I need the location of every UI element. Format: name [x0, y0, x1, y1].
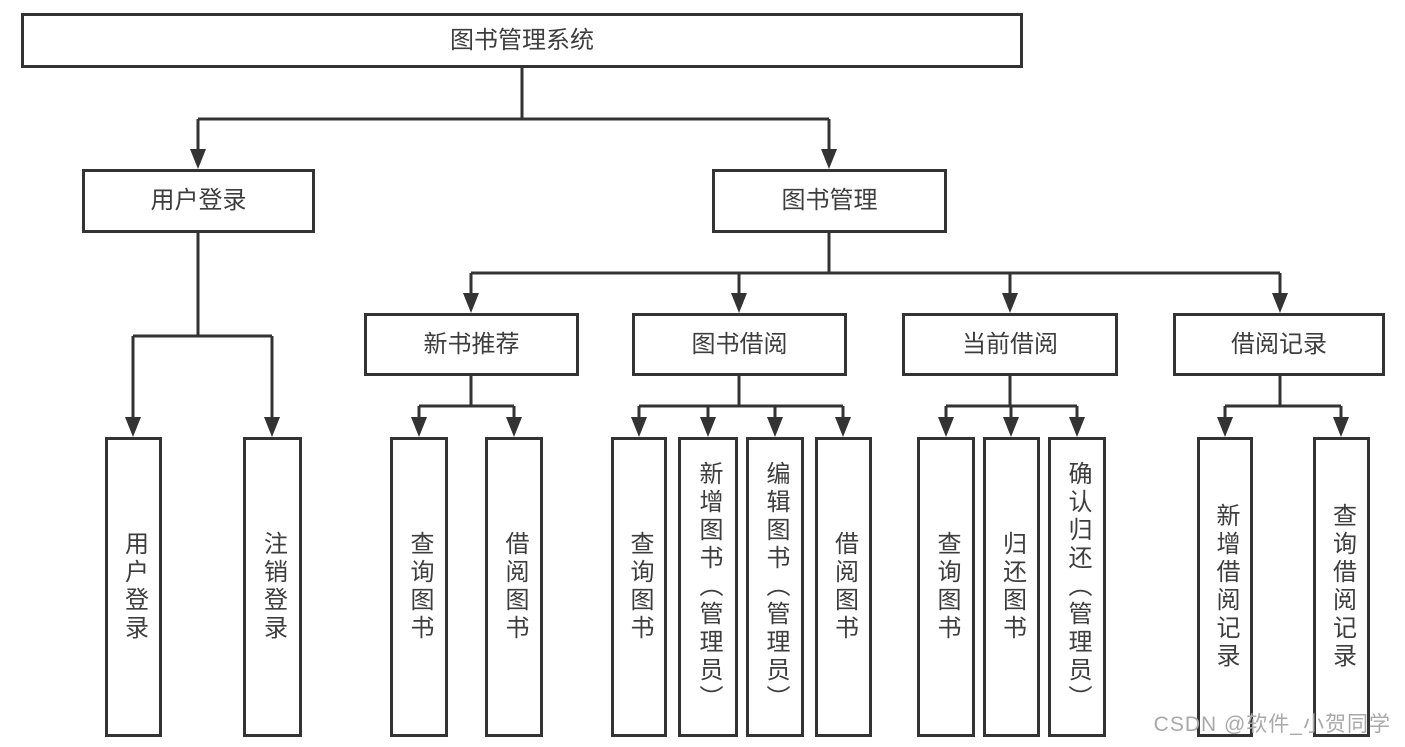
leaf-query-books-recommend: 查询图书 — [390, 437, 448, 737]
arrowhead-icon — [411, 417, 427, 437]
node-book-management: 图书管理 — [712, 169, 947, 233]
connector-current-borrow-branch — [944, 376, 1079, 419]
leaf-query-borrow-record: 查询借阅记录 — [1313, 437, 1370, 737]
arrowhead-icon — [938, 417, 954, 437]
node-label: 新书推荐 — [423, 330, 520, 358]
leaf-query-books-borrow: 查询图书 — [611, 437, 667, 737]
csdn-watermark: CSDN @软件_小贺同学 — [1153, 713, 1391, 736]
leaf-logout: 注销登录 — [243, 437, 302, 737]
node-label: 确认归还（管理员） — [1064, 461, 1091, 713]
arrowhead-icon — [1003, 417, 1019, 437]
connector-borrow-records-branch — [1223, 376, 1343, 419]
node-user-login-branch: 用户登录 — [82, 169, 315, 233]
leaf-confirm-return-admin: 确认归还（管理员） — [1048, 437, 1106, 737]
node-label: 当前借阅 — [962, 330, 1058, 358]
node-label: 用户登录 — [150, 187, 247, 214]
arrowhead-icon — [821, 149, 837, 169]
connector-user-login-branch — [131, 233, 274, 419]
node-label: 查询图书 — [933, 531, 960, 643]
node-library-management-system: 图书管理系统 — [21, 13, 1023, 68]
leaf-edit-book-admin: 编辑图书（管理员） — [746, 437, 804, 737]
leaf-borrow-books-recommend: 借阅图书 — [485, 437, 543, 737]
node-label: 查询借阅记录 — [1328, 503, 1356, 671]
arrowhead-icon — [125, 417, 141, 437]
arrowhead-icon — [1333, 417, 1349, 437]
node-borrowing-records: 借阅记录 — [1173, 313, 1385, 376]
arrowhead-icon — [506, 417, 522, 437]
arrowhead-icon — [631, 417, 647, 437]
node-label: 借阅图书 — [501, 531, 528, 643]
arrowhead-icon — [463, 293, 479, 313]
node-label: 用户登录 — [120, 531, 148, 643]
connector-book-management-branch — [469, 233, 1282, 295]
leaf-query-books-current: 查询图书 — [917, 437, 975, 737]
arrowhead-icon — [1217, 417, 1233, 437]
arrowhead-icon — [1002, 293, 1018, 313]
arrowhead-icon — [1069, 417, 1085, 437]
arrowhead-icon — [1272, 293, 1288, 313]
node-book-borrowing: 图书借阅 — [632, 313, 847, 376]
node-label: 新增图书（管理员） — [695, 461, 722, 713]
node-label: 编辑图书（管理员） — [762, 461, 789, 713]
leaf-return-books: 归还图书 — [983, 437, 1040, 737]
leaf-borrow-books: 借阅图书 — [815, 437, 872, 737]
arrowhead-icon — [264, 417, 280, 437]
node-current-borrowing: 当前借阅 — [902, 313, 1118, 376]
node-label: 图书管理系统 — [450, 26, 594, 54]
leaf-user-login: 用户登录 — [105, 437, 162, 737]
node-label: 借阅图书 — [830, 531, 858, 643]
arrowhead-icon — [731, 293, 747, 313]
leaf-add-borrow-record: 新增借阅记录 — [1197, 437, 1253, 737]
node-new-book-recommendation: 新书推荐 — [364, 313, 579, 376]
node-label: 注销登录 — [259, 531, 287, 643]
node-label: 归还图书 — [998, 531, 1026, 643]
arrowhead-icon — [835, 417, 851, 437]
connector-root-to-level2 — [196, 68, 831, 151]
connector-book-borrow-branch — [637, 376, 845, 419]
node-label: 查询图书 — [406, 531, 433, 643]
leaf-add-book-admin: 新增图书（管理员） — [678, 437, 738, 737]
node-label: 查询图书 — [626, 531, 653, 643]
node-label: 新增借阅记录 — [1212, 503, 1239, 671]
node-label: 图书管理 — [781, 187, 878, 214]
node-label: 借阅记录 — [1231, 330, 1327, 358]
arrowhead-icon — [767, 417, 783, 437]
arrowhead-icon — [190, 149, 206, 169]
node-label: 图书借阅 — [691, 330, 788, 358]
connector-new-book-branch — [417, 376, 516, 419]
arrowhead-icon — [700, 417, 716, 437]
